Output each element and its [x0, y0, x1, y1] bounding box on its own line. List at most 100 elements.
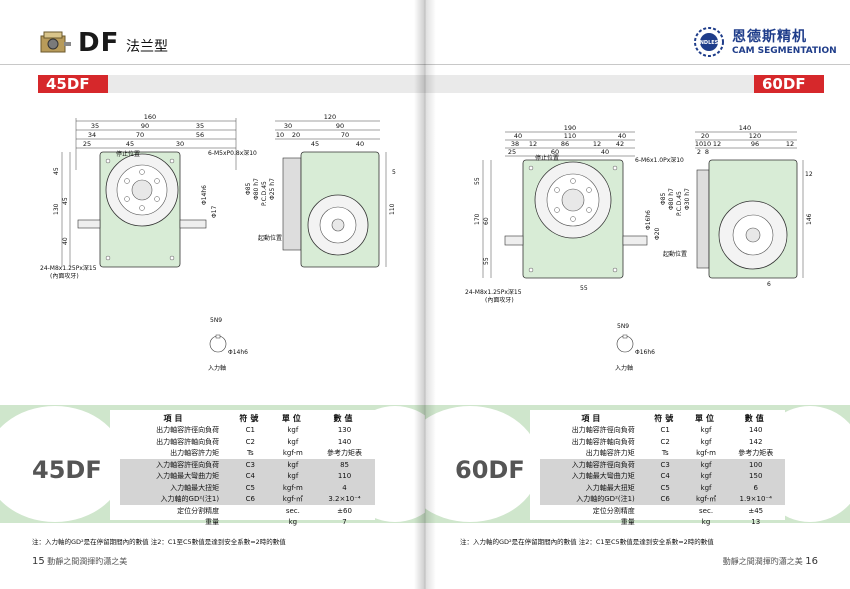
- footer-left: 15 動靜之間潤揮旳瀟之美: [32, 556, 127, 567]
- dim-front-r3-a: 25: [83, 140, 91, 148]
- footnote-right: 注：入力軸的GD²是在停留期間內的數值 注2：C1至C5數值是達到安全系數=2時…: [460, 538, 714, 546]
- dim-side-r2-d-60: 96: [751, 140, 759, 148]
- dim-side-r2-a-60: 10: [695, 140, 703, 148]
- spec-header-row: 項目 符號 單位 數值: [120, 413, 375, 425]
- spec-header-unit: 單位: [695, 414, 718, 424]
- dim-side-r2-e-60: 12: [786, 140, 794, 148]
- dim-front-r2-a-60: 38: [511, 140, 519, 148]
- label-bottom-holes: 24-M8x1.25Px深15: [40, 264, 97, 272]
- dim-front-r1-b: 90: [141, 122, 149, 130]
- label-side-dia-3-60: P.C.D.45: [676, 191, 683, 216]
- keyway-section-45df: [209, 335, 227, 353]
- footer-text-right: 動靜之間潤揮旳瀟之美: [722, 557, 803, 566]
- dim-side-r3-a: 45: [311, 140, 319, 148]
- dim-left-2-60: 170: [474, 213, 481, 225]
- dim-front-r3-a-60: 25: [508, 148, 516, 156]
- model-bar: [38, 75, 425, 93]
- label-bottom-holes-60: 24-M8x1.25Px深15: [465, 288, 522, 296]
- label-shaft-dia-60: Φ16h6: [645, 210, 652, 230]
- right-page: ENDLESS 恩德斯精机 CAM SEGMENTATION 60DF 190 …: [425, 0, 850, 589]
- label-side-dia-1: Φ85: [245, 182, 252, 195]
- footer-right: 動靜之間潤揮旳瀟之美 16: [723, 556, 818, 567]
- dim-side-r3-a-60: 2: [697, 148, 701, 156]
- dim-front-total-60: 190: [564, 124, 576, 132]
- dim-side-right-2: 110: [389, 203, 396, 215]
- dim-front-r2-b-60: 12: [529, 140, 537, 148]
- dim-side-r2-b: 20: [292, 131, 300, 139]
- dim-left-2: 130: [53, 203, 60, 215]
- dim-side-r2-c-60: 12: [713, 140, 721, 148]
- band-model-60df: 60DF: [455, 456, 525, 484]
- dim-side-right-1-60: 12: [805, 171, 813, 178]
- brand-mark-text: ENDLESS: [696, 40, 722, 46]
- side-flange-60df: [696, 169, 710, 269]
- label-bottom-holes-note-60: (內面攻牙): [485, 296, 514, 304]
- dim-front-r3-c: 30: [176, 140, 184, 148]
- indexer-logo-icon: [40, 31, 71, 53]
- dim-left-3: 45: [62, 197, 69, 205]
- label-stop-position-60: 停止位置: [535, 154, 559, 162]
- spec-header-unit: 單位: [281, 414, 304, 424]
- brand-gear-icon: ENDLESS: [694, 27, 724, 57]
- spec-header-value: 數值: [744, 414, 767, 424]
- dim-left-4-60: 55: [483, 257, 490, 265]
- label-input-shaft: 入力軸: [208, 364, 226, 372]
- label-shaft-dia: Φ14h6: [201, 185, 208, 205]
- series-name: 法兰型: [126, 39, 168, 55]
- page-number-left: 15: [32, 556, 45, 567]
- spec-header-symbol: 符號: [654, 414, 677, 424]
- label-side-dia-2-60: Φ80 h7: [668, 188, 675, 210]
- spec-header-symbol: 符號: [239, 414, 262, 424]
- label-flange-holes: 6-M5xP0.8x深10: [208, 149, 257, 157]
- spec-header-row: 項目 符號 單位 數值: [540, 413, 785, 425]
- label-origin-position-60: 起動位置: [663, 250, 687, 258]
- label-shaft-len-60: Φ20: [654, 227, 661, 240]
- dim-front-r2-b: 70: [136, 131, 144, 139]
- dim-left-1: 45: [53, 167, 60, 175]
- spec-header-item: 項目: [163, 414, 186, 424]
- dim-front-r2-d-60: 12: [593, 140, 601, 148]
- input-shaft-left-60df: [504, 235, 524, 246]
- label-keyway: 5N9: [210, 317, 222, 324]
- dim-front-total: 160: [144, 113, 156, 121]
- dim-side-r2-b-60: 10: [703, 140, 711, 148]
- label-keyway-shaft-60: Φ16h6: [635, 349, 655, 356]
- dim-side-bottom-60: 6: [767, 281, 771, 288]
- label-keyway-shaft: Φ14h6: [228, 349, 248, 356]
- label-shaft-len: Φ17: [211, 205, 218, 218]
- dim-bottom-60: 55: [580, 285, 588, 292]
- dim-side-right-1: 5: [392, 169, 396, 176]
- dim-front-r2-c-60: 86: [561, 140, 569, 148]
- dim-left-3-60: 60: [483, 217, 490, 225]
- model-bar-right: [425, 75, 808, 93]
- side-flange-45df: [282, 157, 302, 251]
- brand-logo: ENDLESS 恩德斯精机 CAM SEGMENTATION: [690, 24, 837, 60]
- footnote-left: 注：入力軸的GD²是在停留期間內的數值 注2：C1至C5數值是達到安全系數=2時…: [32, 538, 286, 546]
- header-divider-right: [425, 64, 850, 65]
- page-number-right: 16: [805, 556, 818, 567]
- label-side-dia-2: Φ80 h7: [253, 178, 260, 200]
- spec-header-item: 項目: [581, 414, 604, 424]
- label-flange-holes-60: 6-M6x1.0Px深10: [635, 156, 684, 164]
- footer-text-left: 動靜之間潤揮旳瀟之美: [47, 557, 128, 566]
- left-page: DF 法兰型 45DF 160 35 90 35 34 70 56 25 45 …: [0, 0, 425, 589]
- drawing-45df: 160 35 90 35 34 70 56 25 45 30 停止位置 6-M5…: [40, 113, 396, 372]
- drawing-60df: 190 40 110 40 38 12 86 12 42 25 60 40 停止…: [465, 124, 813, 372]
- dim-side-r3-b: 40: [356, 140, 364, 148]
